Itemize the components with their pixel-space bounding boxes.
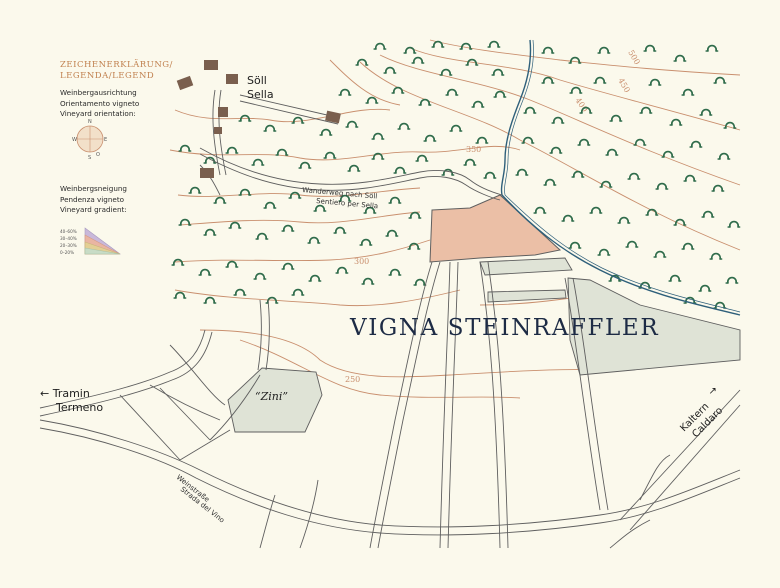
- orientation-en: Vineyard orientation:: [60, 109, 136, 118]
- legend-heading-line1: ZEICHENERKLÄRUNG/: [60, 60, 173, 70]
- vineyard-plots: [227, 257, 741, 433]
- buildings: [176, 60, 341, 178]
- map-title: VIGNA STEINRAFFLER: [350, 315, 660, 341]
- tree-cluster-north: [171, 40, 507, 304]
- tramin-name: Tramin: [52, 387, 90, 400]
- sella-name: Sella: [247, 88, 274, 101]
- legend-heading: ZEICHENERKLÄRUNG/ LEGENDA/LEGEND: [60, 60, 173, 82]
- orientation-legend-text: Weinbergausrichtung Orientamento vigneto…: [60, 88, 139, 120]
- compass-n: N: [88, 119, 92, 125]
- contour-label-250: 250: [345, 375, 360, 384]
- plot-strip-1: [479, 257, 573, 276]
- compass-s: S: [88, 155, 91, 161]
- contour-label-450: 450: [616, 77, 631, 95]
- zini-label: “Zini”: [255, 390, 288, 403]
- termeno-name: Termeno: [56, 401, 104, 414]
- compass-w: W: [72, 137, 77, 143]
- map-frame: [40, 40, 740, 548]
- hiking-path-b: [199, 153, 501, 201]
- gradient-de: Weinbergsneigung: [60, 184, 127, 193]
- gradient-en: Vineyard gradient:: [60, 205, 127, 214]
- gradient-legend: 40–60% 30–40% 20–30% 0–20%: [60, 227, 121, 255]
- building-6: [200, 168, 214, 178]
- gradient-it: Pendenza vigneto: [60, 194, 125, 204]
- building-4: [218, 107, 228, 117]
- building-1: [204, 60, 218, 70]
- gradient-class-40-60: 40–60%: [60, 229, 77, 234]
- hiking-path-a: [199, 147, 503, 196]
- plot-zini: [227, 367, 323, 433]
- tramin-label: ← Tramin Termeno: [40, 387, 103, 415]
- building-7: [325, 110, 341, 124]
- roads: [39, 89, 741, 549]
- contour-label-500: 500: [626, 49, 641, 67]
- kaltern-label: Kaltern Caldaro →: [678, 384, 725, 440]
- tramin-arrow-icon: ←: [40, 387, 50, 400]
- kaltern-arrow-icon: →: [706, 384, 720, 398]
- soell-label: Söll Sella: [247, 74, 274, 102]
- gradient-legend-text: Weinbergsneigung Pendenza vigneto Vineya…: [60, 184, 127, 216]
- compass-rose: N S W E O: [72, 119, 107, 161]
- gradient-class-0-20: 0–20%: [60, 250, 74, 255]
- soell-name: Söll: [247, 74, 267, 87]
- compass-o: O: [96, 152, 100, 158]
- building-3: [176, 75, 194, 91]
- legend-heading-line2: LEGENDA/LEGEND: [60, 71, 155, 81]
- contour-label-300: 300: [354, 257, 369, 266]
- building-2: [226, 74, 238, 84]
- building-5: [214, 127, 222, 134]
- orientation-it: Orientamento vigneto: [60, 98, 140, 108]
- gradient-class-30-40: 30–40%: [60, 236, 77, 241]
- plot-strip-2: [487, 289, 567, 303]
- gradient-class-20-30: 20–30%: [60, 243, 77, 248]
- contour-label-350: 350: [466, 145, 481, 154]
- orientation-de: Weinbergausrichtung: [60, 88, 137, 97]
- plot-east: [567, 277, 741, 376]
- steinraffler-vineyard: [429, 194, 562, 263]
- compass-e: E: [104, 137, 107, 143]
